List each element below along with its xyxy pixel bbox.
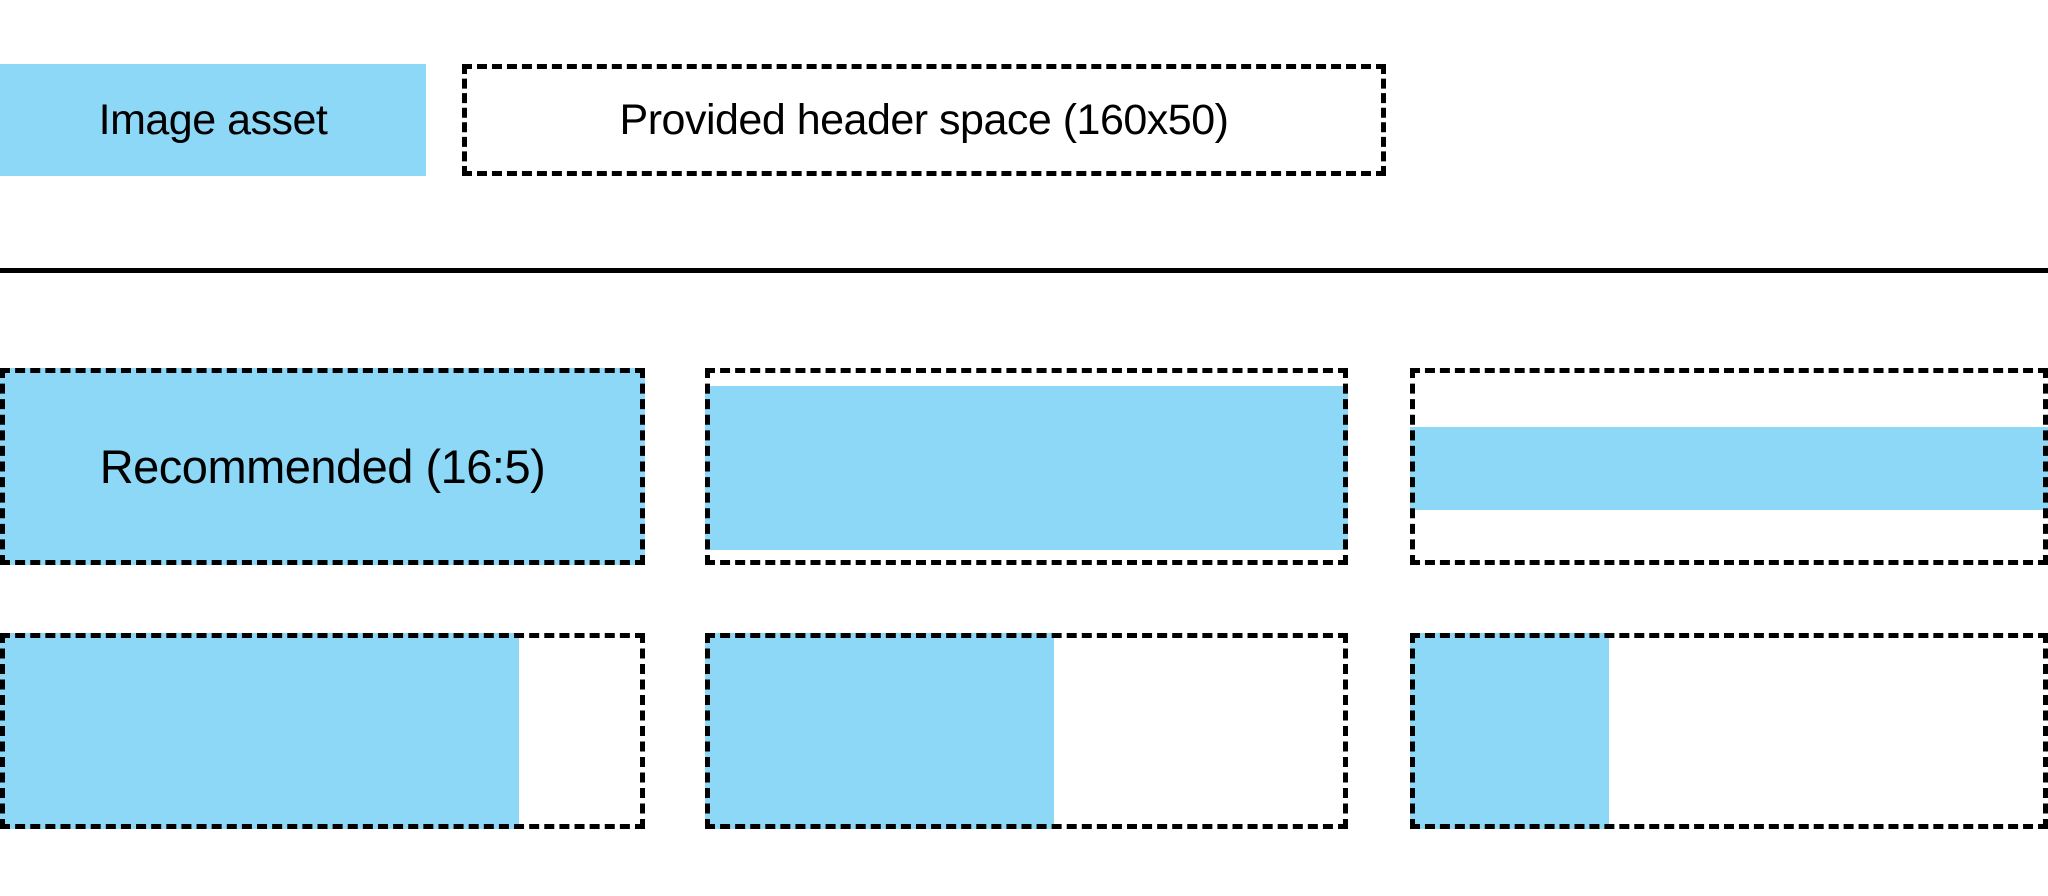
example-cell-left-aligned-31pct <box>1410 633 2048 829</box>
example-cell-full-width-center-band <box>1410 368 2048 565</box>
image-asset-fill <box>705 385 1348 550</box>
image-asset-swatch: Image asset <box>0 64 426 176</box>
example-cell-recommended-16-5: Recommended (16:5) <box>0 368 645 565</box>
image-asset-label: Image asset <box>98 95 328 144</box>
image-asset-fill <box>1410 633 1610 829</box>
recommended-label: Recommended (16:5) <box>99 440 546 493</box>
example-cell-left-aligned-80pct <box>0 633 645 829</box>
image-asset-fill <box>0 633 520 829</box>
example-cell-left-aligned-54pct <box>705 633 1348 829</box>
header-space-label: Provided header space (160x50) <box>619 95 1229 144</box>
example-cell-full-width-vertical-inset <box>705 368 1348 565</box>
image-asset-fill <box>705 633 1055 829</box>
header-space-legend-box: Provided header space (160x50) <box>462 64 1386 176</box>
image-asset-fill <box>1410 426 2048 510</box>
section-divider <box>0 268 2048 273</box>
image-asset-fill <box>0 368 645 565</box>
